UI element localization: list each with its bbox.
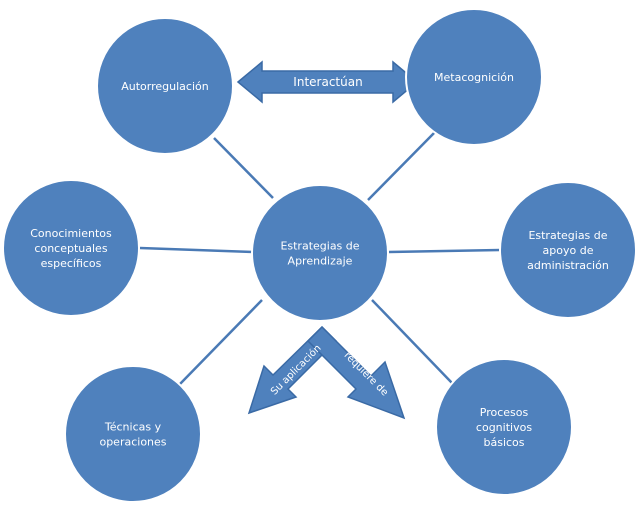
node-procesos-label-line: cognitivos	[476, 421, 532, 434]
node-procesos: Procesos cognitivos básicos	[435, 358, 573, 496]
node-procesos-label-line: Procesos	[480, 406, 529, 419]
connector-apoyo	[388, 248, 501, 254]
node-apoyo-label-line: Estrategias de	[528, 229, 607, 242]
node-apoyo-label-line: administración	[527, 259, 609, 272]
node-conocimientos: Conocimientos conceptuales específicos	[2, 179, 140, 317]
node-autorregulacion-circle	[96, 17, 234, 155]
node-procesos-circle	[435, 358, 573, 496]
connectors	[139, 129, 501, 385]
center-node-circle	[251, 184, 389, 322]
center-node: Estrategias de Aprendizaje	[251, 184, 389, 322]
connector-conocimientos	[139, 246, 254, 254]
interact-double-arrow: Interactúan	[236, 60, 419, 104]
connector-tecnicas	[179, 299, 263, 385]
node-tecnicas-circle	[64, 365, 202, 503]
center-node-label-line: Estrategias de	[280, 240, 359, 253]
node-conocimientos-circle	[2, 179, 140, 317]
node-metacognicion-circle	[405, 8, 543, 146]
node-metacognicion-label-line: Metacognición	[434, 71, 514, 84]
node-apoyo: Estrategias de apoyo de administración	[499, 181, 637, 319]
connector-autorregulacion	[213, 137, 274, 199]
right-chevron-arrow	[306, 325, 406, 420]
node-conocimientos-label-line: específicos	[41, 257, 102, 270]
node-conocimientos-label-line: conceptuales	[34, 242, 107, 255]
node-apoyo-circle	[499, 181, 637, 319]
su-aplicacion-label: Su aplicación	[268, 342, 323, 397]
node-metacognicion: Metacognición	[405, 8, 543, 146]
node-tecnicas: Técnicas y operaciones	[64, 365, 202, 503]
node-apoyo-label-line: apoyo de	[543, 244, 594, 257]
node-conocimientos-label-line: Conocimientos	[30, 227, 112, 240]
nodes: Estrategias de Aprendizaje Autorregulación…	[2, 8, 637, 503]
connector-procesos	[371, 299, 453, 384]
node-tecnicas-label-line: operaciones	[99, 436, 166, 449]
connector-metacognicion	[367, 129, 438, 201]
node-tecnicas-label-line: Técnicas y	[104, 421, 162, 434]
node-autorregulacion: Autorregulación	[96, 17, 234, 155]
center-node-label-line: Aprendizaje	[288, 255, 353, 268]
node-autorregulacion-label-line: Autorregulación	[121, 80, 209, 93]
interact-label: Interactúan	[293, 75, 362, 89]
node-procesos-label-line: básicos	[483, 436, 524, 449]
